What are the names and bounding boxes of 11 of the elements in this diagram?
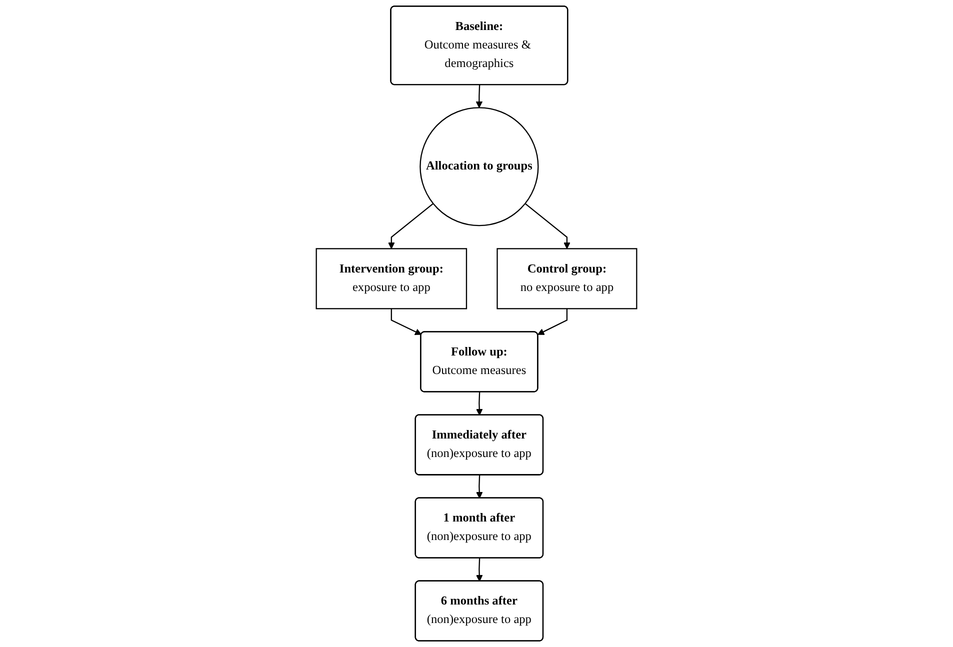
arrow xyxy=(524,203,570,249)
arrow xyxy=(388,203,434,249)
arrow xyxy=(476,475,483,499)
node-circle: Allocation to groups xyxy=(420,107,539,226)
arrow xyxy=(476,558,483,582)
node-box: Intervention group: exposure to app xyxy=(316,248,468,310)
arrow xyxy=(476,84,483,108)
node-box: Control group: no exposure to app xyxy=(496,248,638,310)
arrow xyxy=(476,392,483,416)
arrow xyxy=(390,308,422,335)
arrow xyxy=(538,308,568,335)
